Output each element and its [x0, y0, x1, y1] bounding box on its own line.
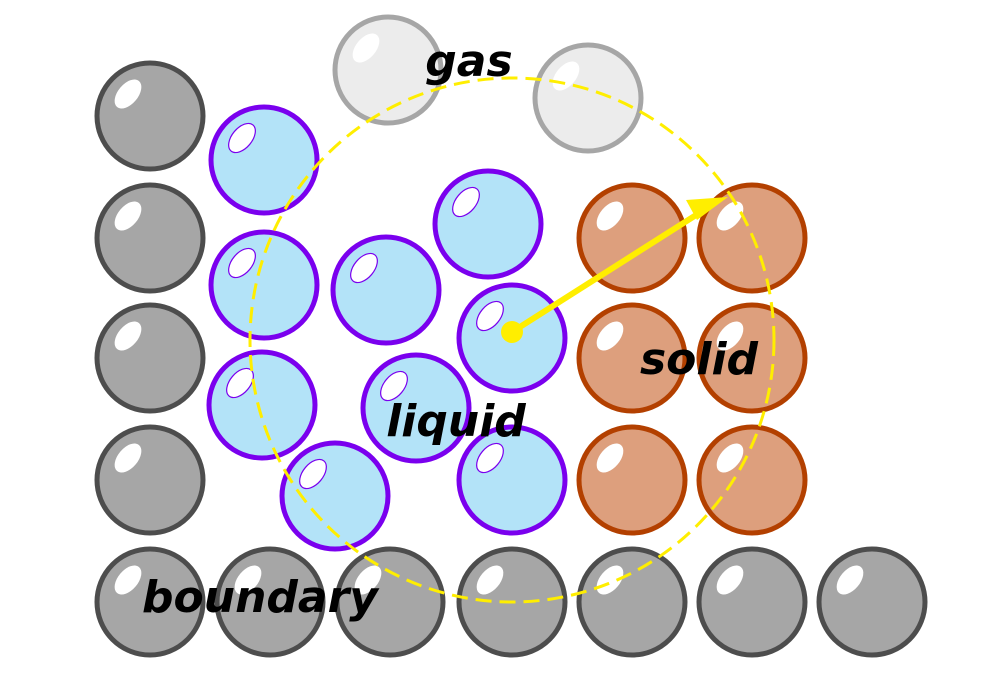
particle-highlight — [596, 565, 624, 595]
particle-highlight — [596, 321, 624, 351]
particle-highlight — [114, 443, 142, 473]
particle-highlight — [716, 443, 744, 473]
center-particle-dot — [501, 321, 523, 343]
sphere-particle-icon — [576, 182, 688, 294]
solid-particle-1 — [576, 182, 688, 294]
sphere-particle-icon — [532, 42, 644, 154]
solid-particle-5 — [576, 424, 688, 536]
sphere-particle-icon — [94, 302, 206, 414]
particle-highlight — [228, 247, 256, 279]
particle-highlight — [114, 201, 142, 231]
label-boundary: boundary — [142, 572, 380, 623]
particle-highlight — [716, 565, 744, 595]
particle-highlight — [836, 565, 864, 595]
particle-highlight — [352, 33, 380, 63]
boundary-particle-1 — [94, 60, 206, 172]
boundary-particle-10 — [696, 546, 808, 658]
sphere-particle-icon — [696, 546, 808, 658]
boundary-particle-7 — [334, 546, 446, 658]
particle-highlight — [596, 201, 624, 231]
sphere-particle-icon — [576, 424, 688, 536]
particle-highlight — [380, 370, 408, 402]
particle-highlight — [476, 300, 504, 332]
particle-highlight — [716, 201, 744, 231]
particle-highlight — [476, 442, 504, 474]
support-radius-circle-icon — [248, 76, 776, 604]
sphere-particle-icon — [576, 546, 688, 658]
particle-highlight — [114, 321, 142, 351]
particle-highlight — [228, 122, 256, 154]
sphere-particle-icon — [208, 104, 320, 216]
boundary-particle-5 — [94, 546, 206, 658]
label-liquid: liquid — [386, 396, 526, 447]
boundary-particle-11 — [816, 546, 928, 658]
particle-highlight — [452, 186, 480, 218]
smoothing-length-arrow-icon — [509, 207, 707, 335]
particle-highlight — [596, 443, 624, 473]
particle-highlight — [716, 321, 744, 351]
boundary-particle-4 — [94, 424, 206, 536]
sphere-particle-icon — [94, 60, 206, 172]
solid-particle-6 — [696, 424, 808, 536]
liquid-particle-1 — [208, 104, 320, 216]
liquid-particle-7 — [360, 352, 472, 464]
solid-particle-4 — [696, 302, 808, 414]
particle-highlight — [234, 565, 262, 595]
particle-highlight — [299, 458, 327, 490]
sphere-particle-icon — [206, 349, 318, 461]
boundary-particle-9 — [576, 546, 688, 658]
particle-highlight — [476, 565, 504, 595]
solid-particle-3 — [576, 302, 688, 414]
liquid-particle-5 — [330, 234, 442, 346]
arrow-head-icon — [686, 197, 728, 220]
liquid-particle-9 — [456, 424, 568, 536]
label-solid: solid — [640, 334, 759, 385]
sphere-particle-icon — [816, 546, 928, 658]
liquid-particle-6 — [432, 168, 544, 280]
liquid-particle-3 — [206, 349, 318, 461]
kernel-support — [248, 76, 776, 604]
particle-highlight — [114, 79, 142, 109]
liquid-particle-2 — [208, 229, 320, 341]
boundary-particle-2 — [94, 182, 206, 294]
particle-highlight — [114, 565, 142, 595]
particle-highlight — [354, 565, 382, 595]
sphere-particle-icon — [330, 234, 442, 346]
gas-particle-2 — [532, 42, 644, 154]
particle-highlight — [350, 252, 378, 284]
sphere-particle-icon — [94, 424, 206, 536]
boundary-particle-6 — [214, 546, 326, 658]
sphere-particle-icon — [94, 182, 206, 294]
sphere-particle-icon — [208, 229, 320, 341]
boundary-particle-3 — [94, 302, 206, 414]
label-gas: gas — [425, 36, 512, 87]
sphere-particle-icon — [432, 168, 544, 280]
liquid-particle-4 — [279, 440, 391, 552]
